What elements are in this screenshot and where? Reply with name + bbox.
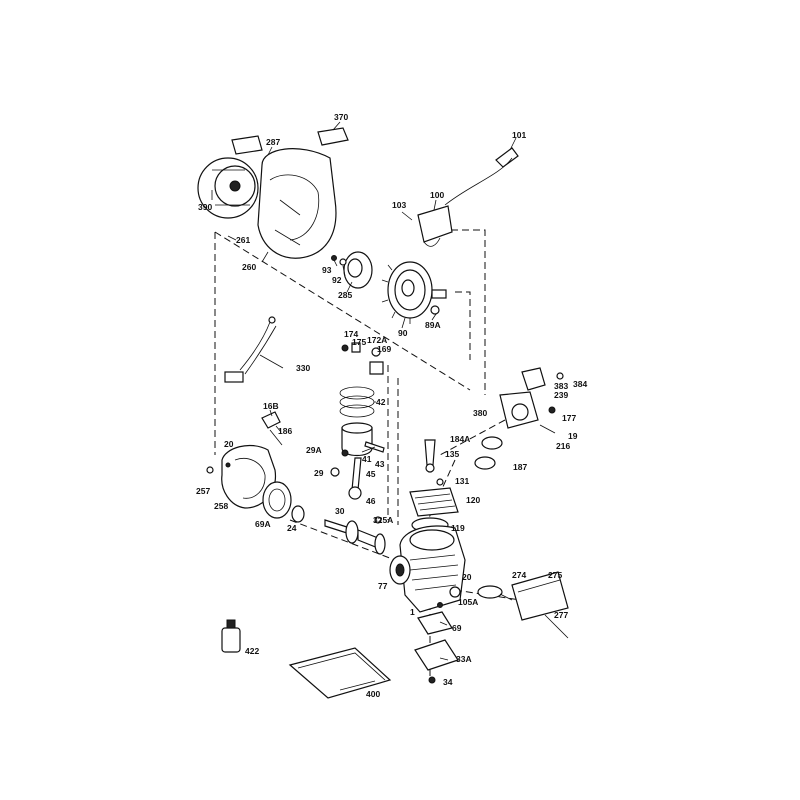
- label-20-left: 20: [224, 439, 234, 449]
- decal: [317, 127, 349, 146]
- label-261: 261: [236, 235, 250, 245]
- label-380: 380: [473, 408, 487, 418]
- label-131: 131: [455, 476, 469, 486]
- callout-labels: 370 287 390 261 260 101 100 103 93 92 28…: [196, 112, 587, 699]
- label-34: 34: [443, 677, 453, 687]
- blower-housing: [257, 148, 337, 259]
- intake-gaskets: [424, 436, 503, 473]
- bottom-plates: [414, 611, 459, 684]
- label-43: 43: [375, 459, 385, 469]
- label-89A: 89A: [425, 320, 441, 330]
- label-184A: 184A: [450, 434, 470, 444]
- label-370: 370: [334, 112, 348, 122]
- wire-harness: [224, 316, 277, 383]
- governor-parts: [261, 411, 283, 446]
- label-400: 400: [366, 689, 380, 699]
- label-24: 24: [287, 523, 297, 533]
- label-330: 330: [296, 363, 310, 373]
- small-hardware: [341, 342, 384, 375]
- label-174: 174: [344, 329, 358, 339]
- ignition-module: [417, 147, 519, 247]
- leader-lines: [211, 121, 517, 661]
- engine-block: [389, 525, 466, 613]
- label-90: 90: [398, 328, 408, 338]
- piston-group: [330, 386, 385, 500]
- label-103: 103: [392, 200, 406, 210]
- label-119: 119: [451, 523, 465, 533]
- label-100: 100: [430, 190, 444, 200]
- label-260: 260: [242, 262, 256, 272]
- starter-pulley: [331, 251, 373, 289]
- label-287: 287: [266, 137, 280, 147]
- label-239: 239: [554, 390, 568, 400]
- label-93: 93: [322, 265, 332, 275]
- label-1: 1: [410, 607, 415, 617]
- label-175: 175: [352, 337, 366, 347]
- label-187: 187: [513, 462, 527, 472]
- label-41: 41: [362, 454, 372, 464]
- label-16B: 16B: [263, 401, 279, 411]
- label-46: 46: [366, 496, 376, 506]
- label-77: 77: [378, 581, 388, 591]
- label-30: 30: [335, 506, 345, 516]
- label-422: 422: [245, 646, 259, 656]
- label-325A: 325A: [373, 515, 393, 525]
- gasket-and-seal: [262, 481, 305, 523]
- label-258: 258: [214, 501, 228, 511]
- label-20-right: 20: [462, 572, 472, 582]
- label-45: 45: [366, 469, 376, 479]
- label-390: 390: [198, 202, 212, 212]
- label-29A: 29A: [306, 445, 322, 455]
- label-274: 274: [512, 570, 526, 580]
- label-92: 92: [332, 275, 342, 285]
- label-33A: 33A: [456, 654, 472, 664]
- label-105A: 105A: [458, 597, 478, 607]
- label-384: 384: [573, 379, 587, 389]
- label-69: 69: [452, 623, 462, 633]
- label-29: 29: [314, 468, 324, 478]
- muffler: [477, 571, 569, 639]
- recoil-starter: [197, 135, 263, 219]
- label-120: 120: [466, 495, 480, 505]
- label-135: 135: [445, 449, 459, 459]
- label-216: 216: [556, 441, 570, 451]
- carburetor: [499, 367, 564, 434]
- label-101: 101: [512, 130, 526, 140]
- label-177: 177: [562, 413, 576, 423]
- label-42: 42: [376, 397, 386, 407]
- label-383: 383: [554, 381, 568, 391]
- owners-manual: [288, 647, 392, 699]
- label-186: 186: [278, 426, 292, 436]
- label-172A: 172A: [367, 335, 387, 345]
- label-257: 257: [196, 486, 210, 496]
- label-285: 285: [338, 290, 352, 300]
- crankshaft: [324, 516, 386, 555]
- label-19: 19: [568, 431, 578, 441]
- oil-bottle: [221, 619, 241, 653]
- label-169: 169: [377, 344, 391, 354]
- label-69A: 69A: [255, 519, 271, 529]
- label-277: 277: [554, 610, 568, 620]
- label-275: 275: [548, 570, 562, 580]
- flywheel: [381, 261, 447, 324]
